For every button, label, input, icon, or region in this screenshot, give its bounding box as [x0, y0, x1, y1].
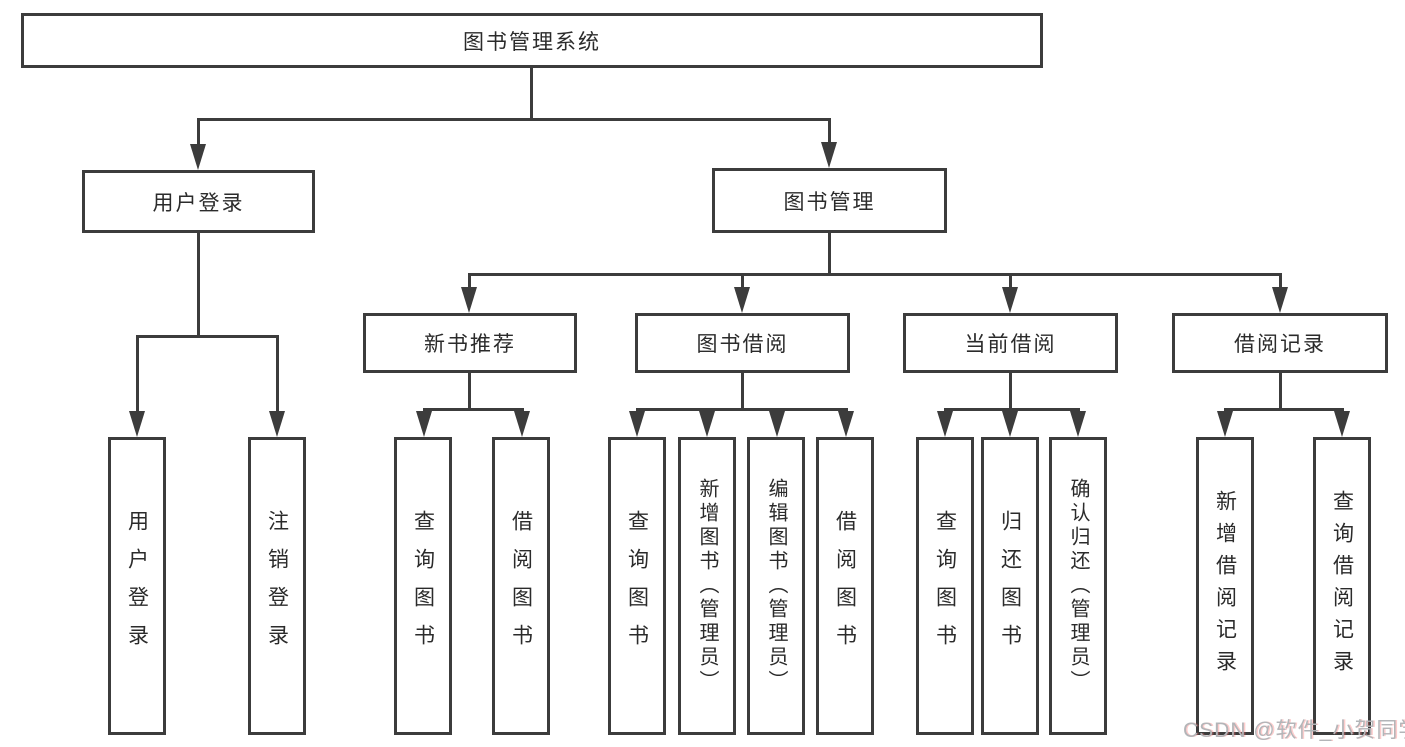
arrow-down-icon [1272, 287, 1288, 313]
arrow-down-icon [190, 144, 206, 170]
node-book-borrow: 图书借阅 [635, 313, 850, 373]
arrow-down-icon [699, 411, 715, 437]
connector [828, 118, 831, 144]
leaf-query-books-current-label: 查询图书 [933, 510, 957, 662]
leaf-borrow-books-label: 借阅图书 [833, 510, 857, 662]
arrow-down-icon [769, 411, 785, 437]
leaf-confirm-return-admin: 确认归还（管理员） [1049, 437, 1107, 735]
connector [276, 335, 279, 413]
connector [468, 273, 471, 289]
leaf-query-borrow-record: 查询借阅记录 [1313, 437, 1371, 735]
connector [828, 233, 831, 273]
arrow-down-icon [1334, 411, 1350, 437]
connector [1009, 273, 1012, 289]
node-book-management-label: 图书管理 [783, 190, 876, 214]
leaf-user-login: 用户登录 [108, 437, 166, 735]
arrow-down-icon [461, 287, 477, 313]
connector [636, 408, 848, 411]
node-user-login: 用户登录 [82, 170, 315, 233]
connector [197, 118, 831, 121]
csdn-watermark: CSDN @软件_小贺同学 [1183, 719, 1405, 742]
arrow-down-icon [1217, 411, 1233, 437]
leaf-logout-label: 注销登录 [265, 510, 289, 662]
node-root-label: 图书管理系统 [463, 30, 601, 54]
arrow-down-icon [416, 411, 432, 437]
connector [1279, 273, 1282, 289]
leaf-query-books-recommend: 查询图书 [394, 437, 452, 735]
connector [197, 118, 200, 146]
node-new-book-recommend: 新书推荐 [363, 313, 577, 373]
node-user-login-label: 用户登录 [152, 191, 245, 215]
node-current-borrow-label: 当前借阅 [964, 333, 1057, 356]
arrow-down-icon [1002, 287, 1018, 313]
arrow-down-icon [734, 287, 750, 313]
leaf-borrow-books: 借阅图书 [816, 437, 874, 735]
arrow-down-icon [514, 411, 530, 437]
connector [423, 408, 524, 411]
leaf-confirm-return-admin-label: 确认归还（管理员） [1067, 478, 1089, 694]
connector [530, 68, 533, 118]
leaf-user-login-label: 用户登录 [125, 510, 149, 662]
leaf-add-books-admin-label: 新增图书（管理员） [696, 478, 718, 694]
leaf-query-borrow-record-label: 查询借阅记录 [1330, 490, 1354, 682]
connector [1224, 408, 1344, 411]
node-new-book-recommend-label: 新书推荐 [424, 333, 516, 356]
connector [1009, 373, 1012, 408]
connector [741, 273, 744, 289]
connector [136, 335, 139, 413]
arrow-down-icon [269, 411, 285, 437]
node-root-library-system: 图书管理系统 [21, 13, 1043, 68]
arrow-down-icon [129, 411, 145, 437]
leaf-query-books-recommend-label: 查询图书 [411, 510, 435, 662]
leaf-query-books-borrow-label: 查询图书 [625, 510, 649, 662]
leaf-logout: 注销登录 [248, 437, 306, 735]
leaf-return-books: 归还图书 [981, 437, 1039, 735]
leaf-query-books-borrow: 查询图书 [608, 437, 666, 735]
connector [1279, 373, 1282, 408]
arrow-down-icon [937, 411, 953, 437]
node-borrow-records: 借阅记录 [1172, 313, 1388, 373]
leaf-query-books-current: 查询图书 [916, 437, 974, 735]
connector [468, 373, 471, 408]
node-book-management: 图书管理 [712, 168, 947, 233]
arrow-down-icon [1002, 411, 1018, 437]
leaf-edit-books-admin-label: 编辑图书（管理员） [765, 478, 787, 694]
leaf-edit-books-admin: 编辑图书（管理员） [747, 437, 805, 735]
connector [197, 233, 200, 335]
connector [741, 373, 744, 408]
leaf-add-borrow-record-label: 新增借阅记录 [1213, 490, 1237, 682]
node-current-borrow: 当前借阅 [903, 313, 1118, 373]
connector [468, 273, 1282, 276]
leaf-add-books-admin: 新增图书（管理员） [678, 437, 736, 735]
arrow-down-icon [1070, 411, 1086, 437]
node-book-borrow-label: 图书借阅 [696, 333, 789, 356]
connector [944, 408, 1080, 411]
leaf-borrow-books-recommend-label: 借阅图书 [509, 510, 533, 662]
leaf-add-borrow-record: 新增借阅记录 [1196, 437, 1254, 735]
arrow-down-icon [821, 142, 837, 168]
leaf-borrow-books-recommend: 借阅图书 [492, 437, 550, 735]
arrow-down-icon [838, 411, 854, 437]
leaf-return-books-label: 归还图书 [998, 510, 1022, 662]
node-borrow-records-label: 借阅记录 [1234, 333, 1326, 356]
connector [136, 335, 279, 338]
arrow-down-icon [629, 411, 645, 437]
